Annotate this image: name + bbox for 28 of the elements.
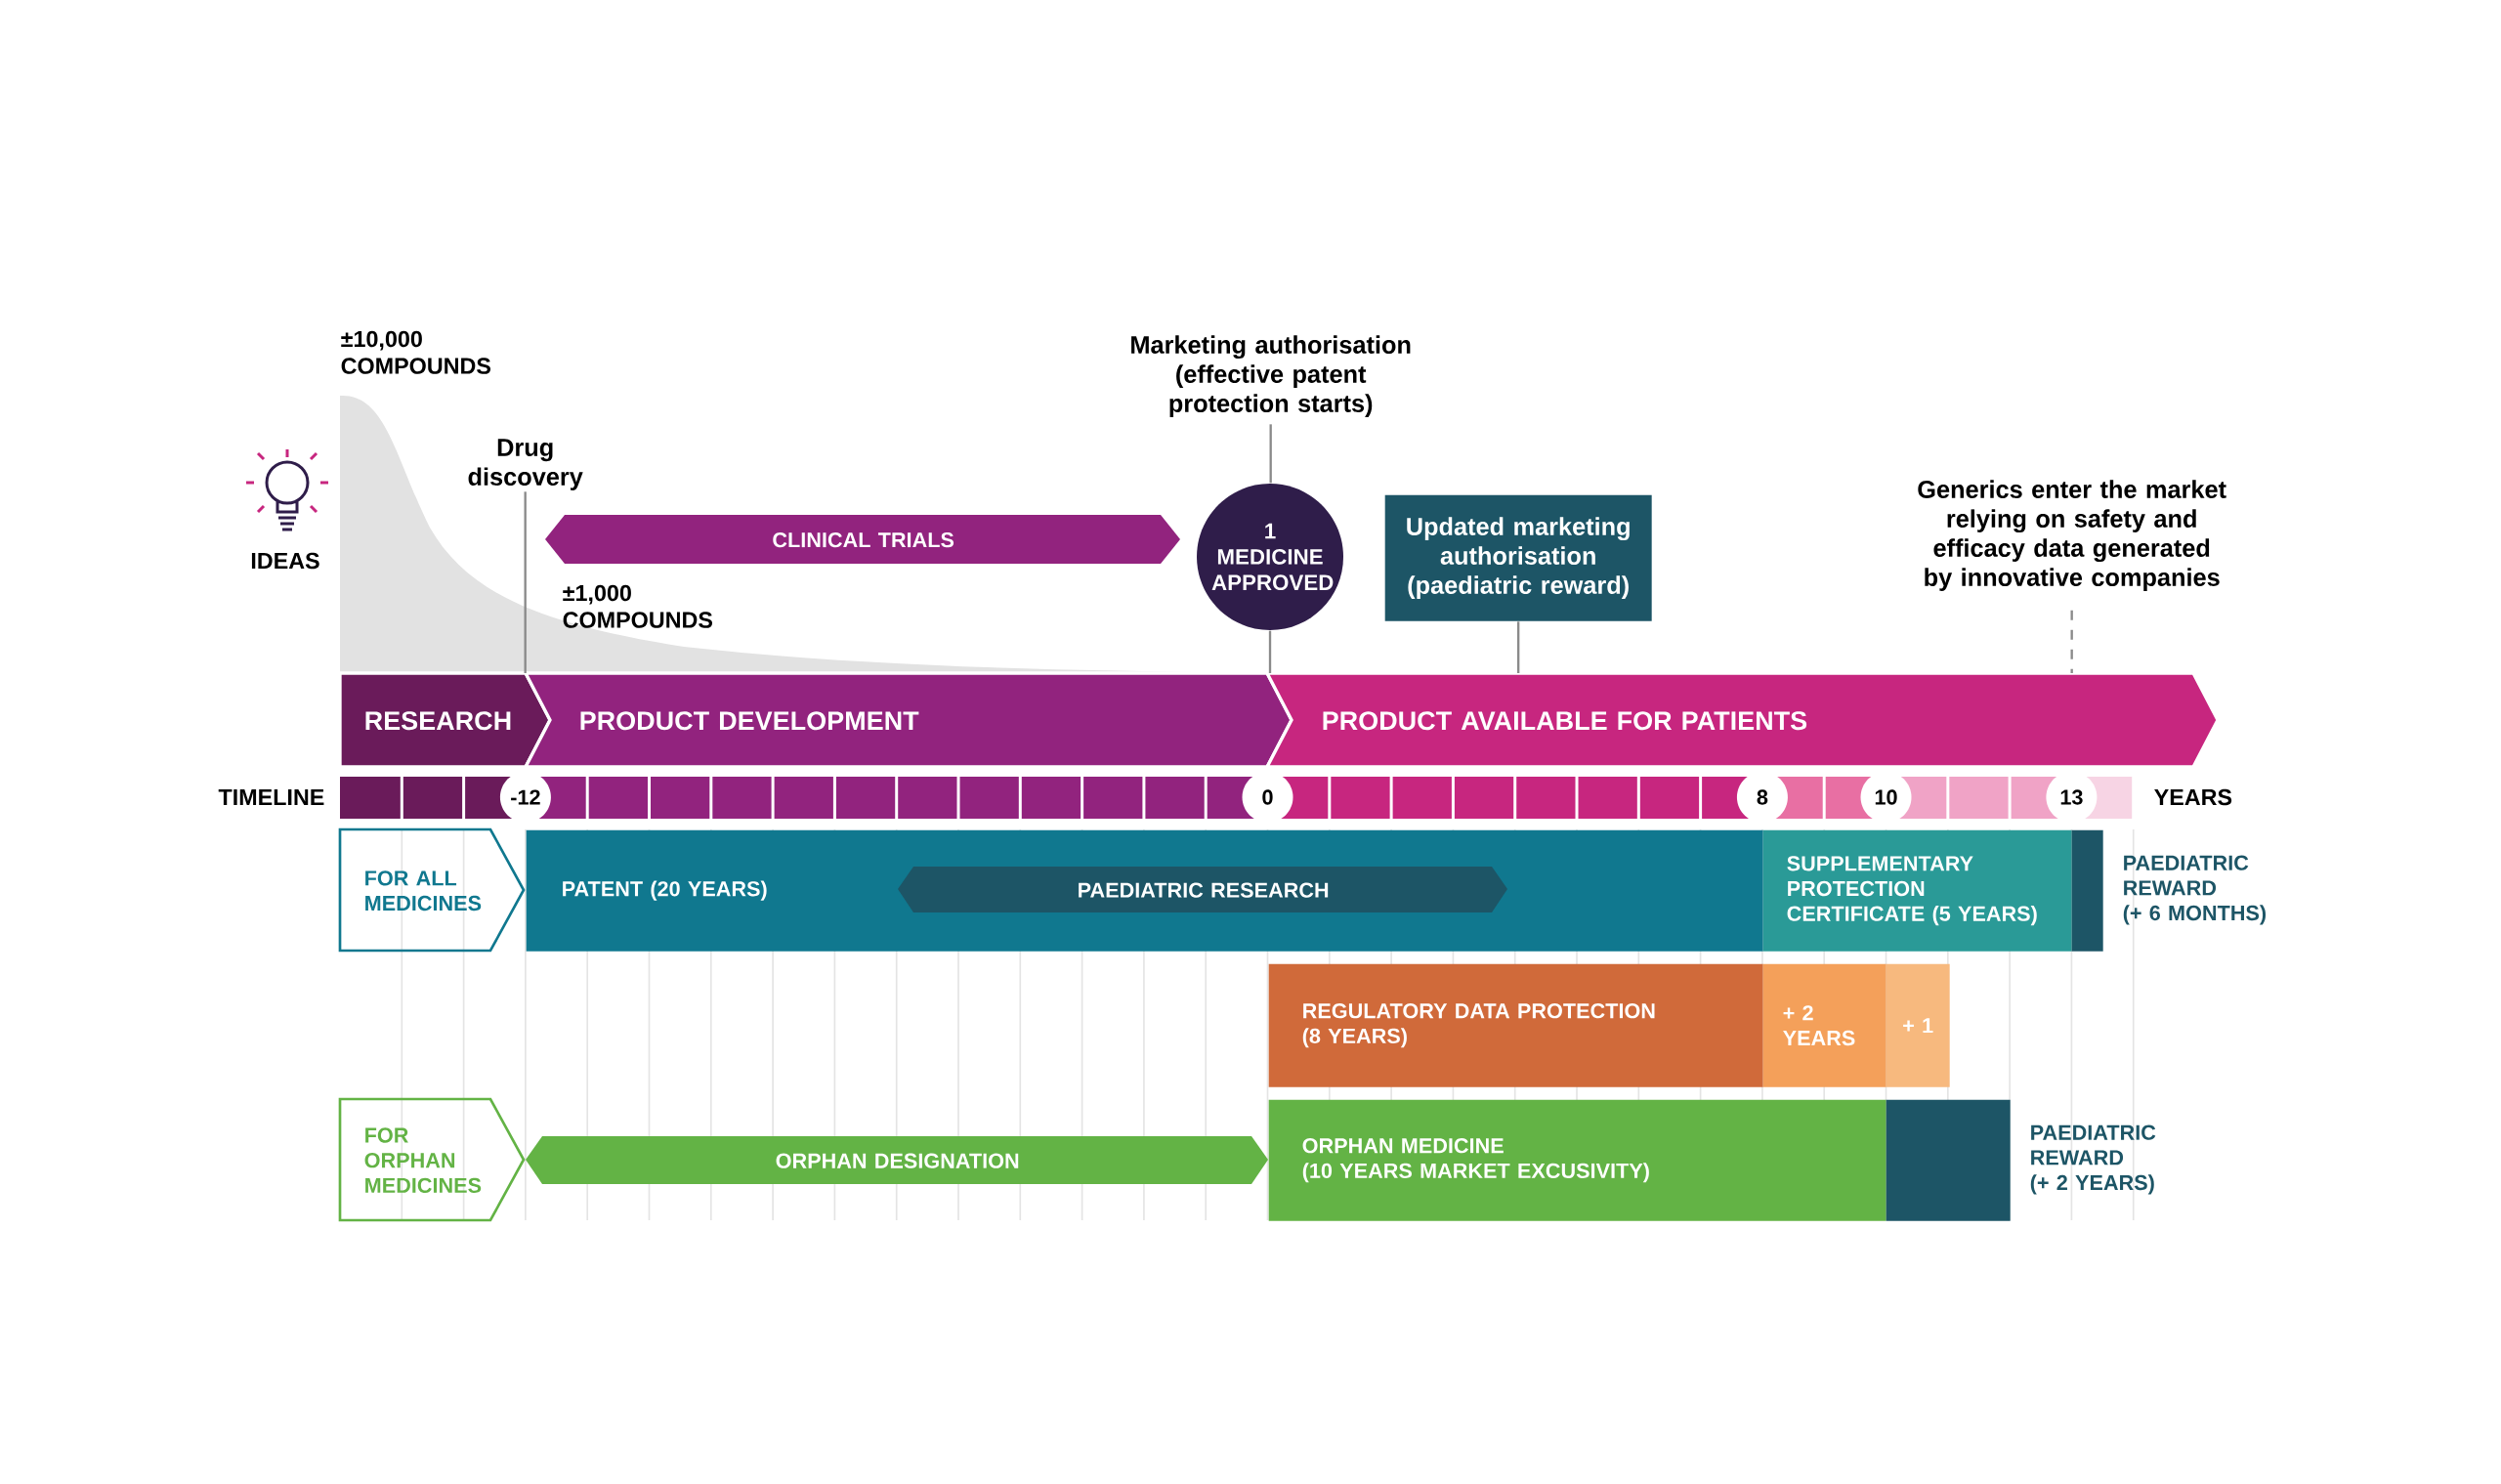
- leader-line: [1268, 630, 1272, 673]
- annotation-text: Generics enter the market relying on safety and efficacy data generated by innovative companies: [1918, 480, 2226, 591]
- protection-bar: + 2 YEARS: [1762, 963, 1886, 1087]
- annotation-text: Marketing authorisation (effective patent protection starts): [1131, 335, 1411, 417]
- double-arrow-bar: CLINICAL TRIALS: [545, 515, 1180, 564]
- category-tag: FOR ORPHAN MEDICINES: [338, 1097, 526, 1222]
- double-arrow-bar: ORPHAN DESIGNATION: [526, 1136, 1268, 1184]
- side-label: PAEDIATRIC REWARD (+ 2 YEARS): [2030, 1124, 2156, 1195]
- category-tag: FOR ALL MEDICINES: [338, 827, 526, 953]
- leader-line: [1517, 621, 1520, 673]
- double-arrow-bar: PAEDIATRIC RESEARCH: [898, 867, 1507, 912]
- label-text: YEARS: [2154, 788, 2232, 806]
- label-text: ±1,000 COMPOUNDS: [563, 584, 712, 628]
- label-text: TIMELINE: [218, 789, 324, 806]
- reward-bar: [2071, 829, 2103, 952]
- info-box: Updated marketing authorisation (paediatric reward): [1384, 494, 1652, 621]
- leader-line: [2070, 610, 2073, 673]
- leader-line: [1269, 424, 1272, 484]
- label-text: IDEAS: [251, 552, 319, 570]
- protection-bar: + 1: [1886, 963, 1950, 1087]
- annotation-text: Drug discovery: [468, 439, 583, 491]
- label-text: ±10,000 COMPOUNDS: [341, 330, 490, 374]
- exclusivity-bar: ORPHAN MEDICINE (10 YEARS MARKET EXCUSIVITY): [1268, 1099, 1886, 1221]
- protection-bar: SUPPLEMENTARY PROTECTION CERTIFICATE (5 YEARS): [1762, 829, 2072, 952]
- side-label: PAEDIATRIC REWARD (+ 6 MONTHS): [2123, 855, 2267, 925]
- leader-line: [524, 491, 527, 673]
- reward-bar: [1886, 1099, 2011, 1221]
- protection-bar: REGULATORY DATA PROTECTION (8 YEARS): [1268, 963, 1763, 1087]
